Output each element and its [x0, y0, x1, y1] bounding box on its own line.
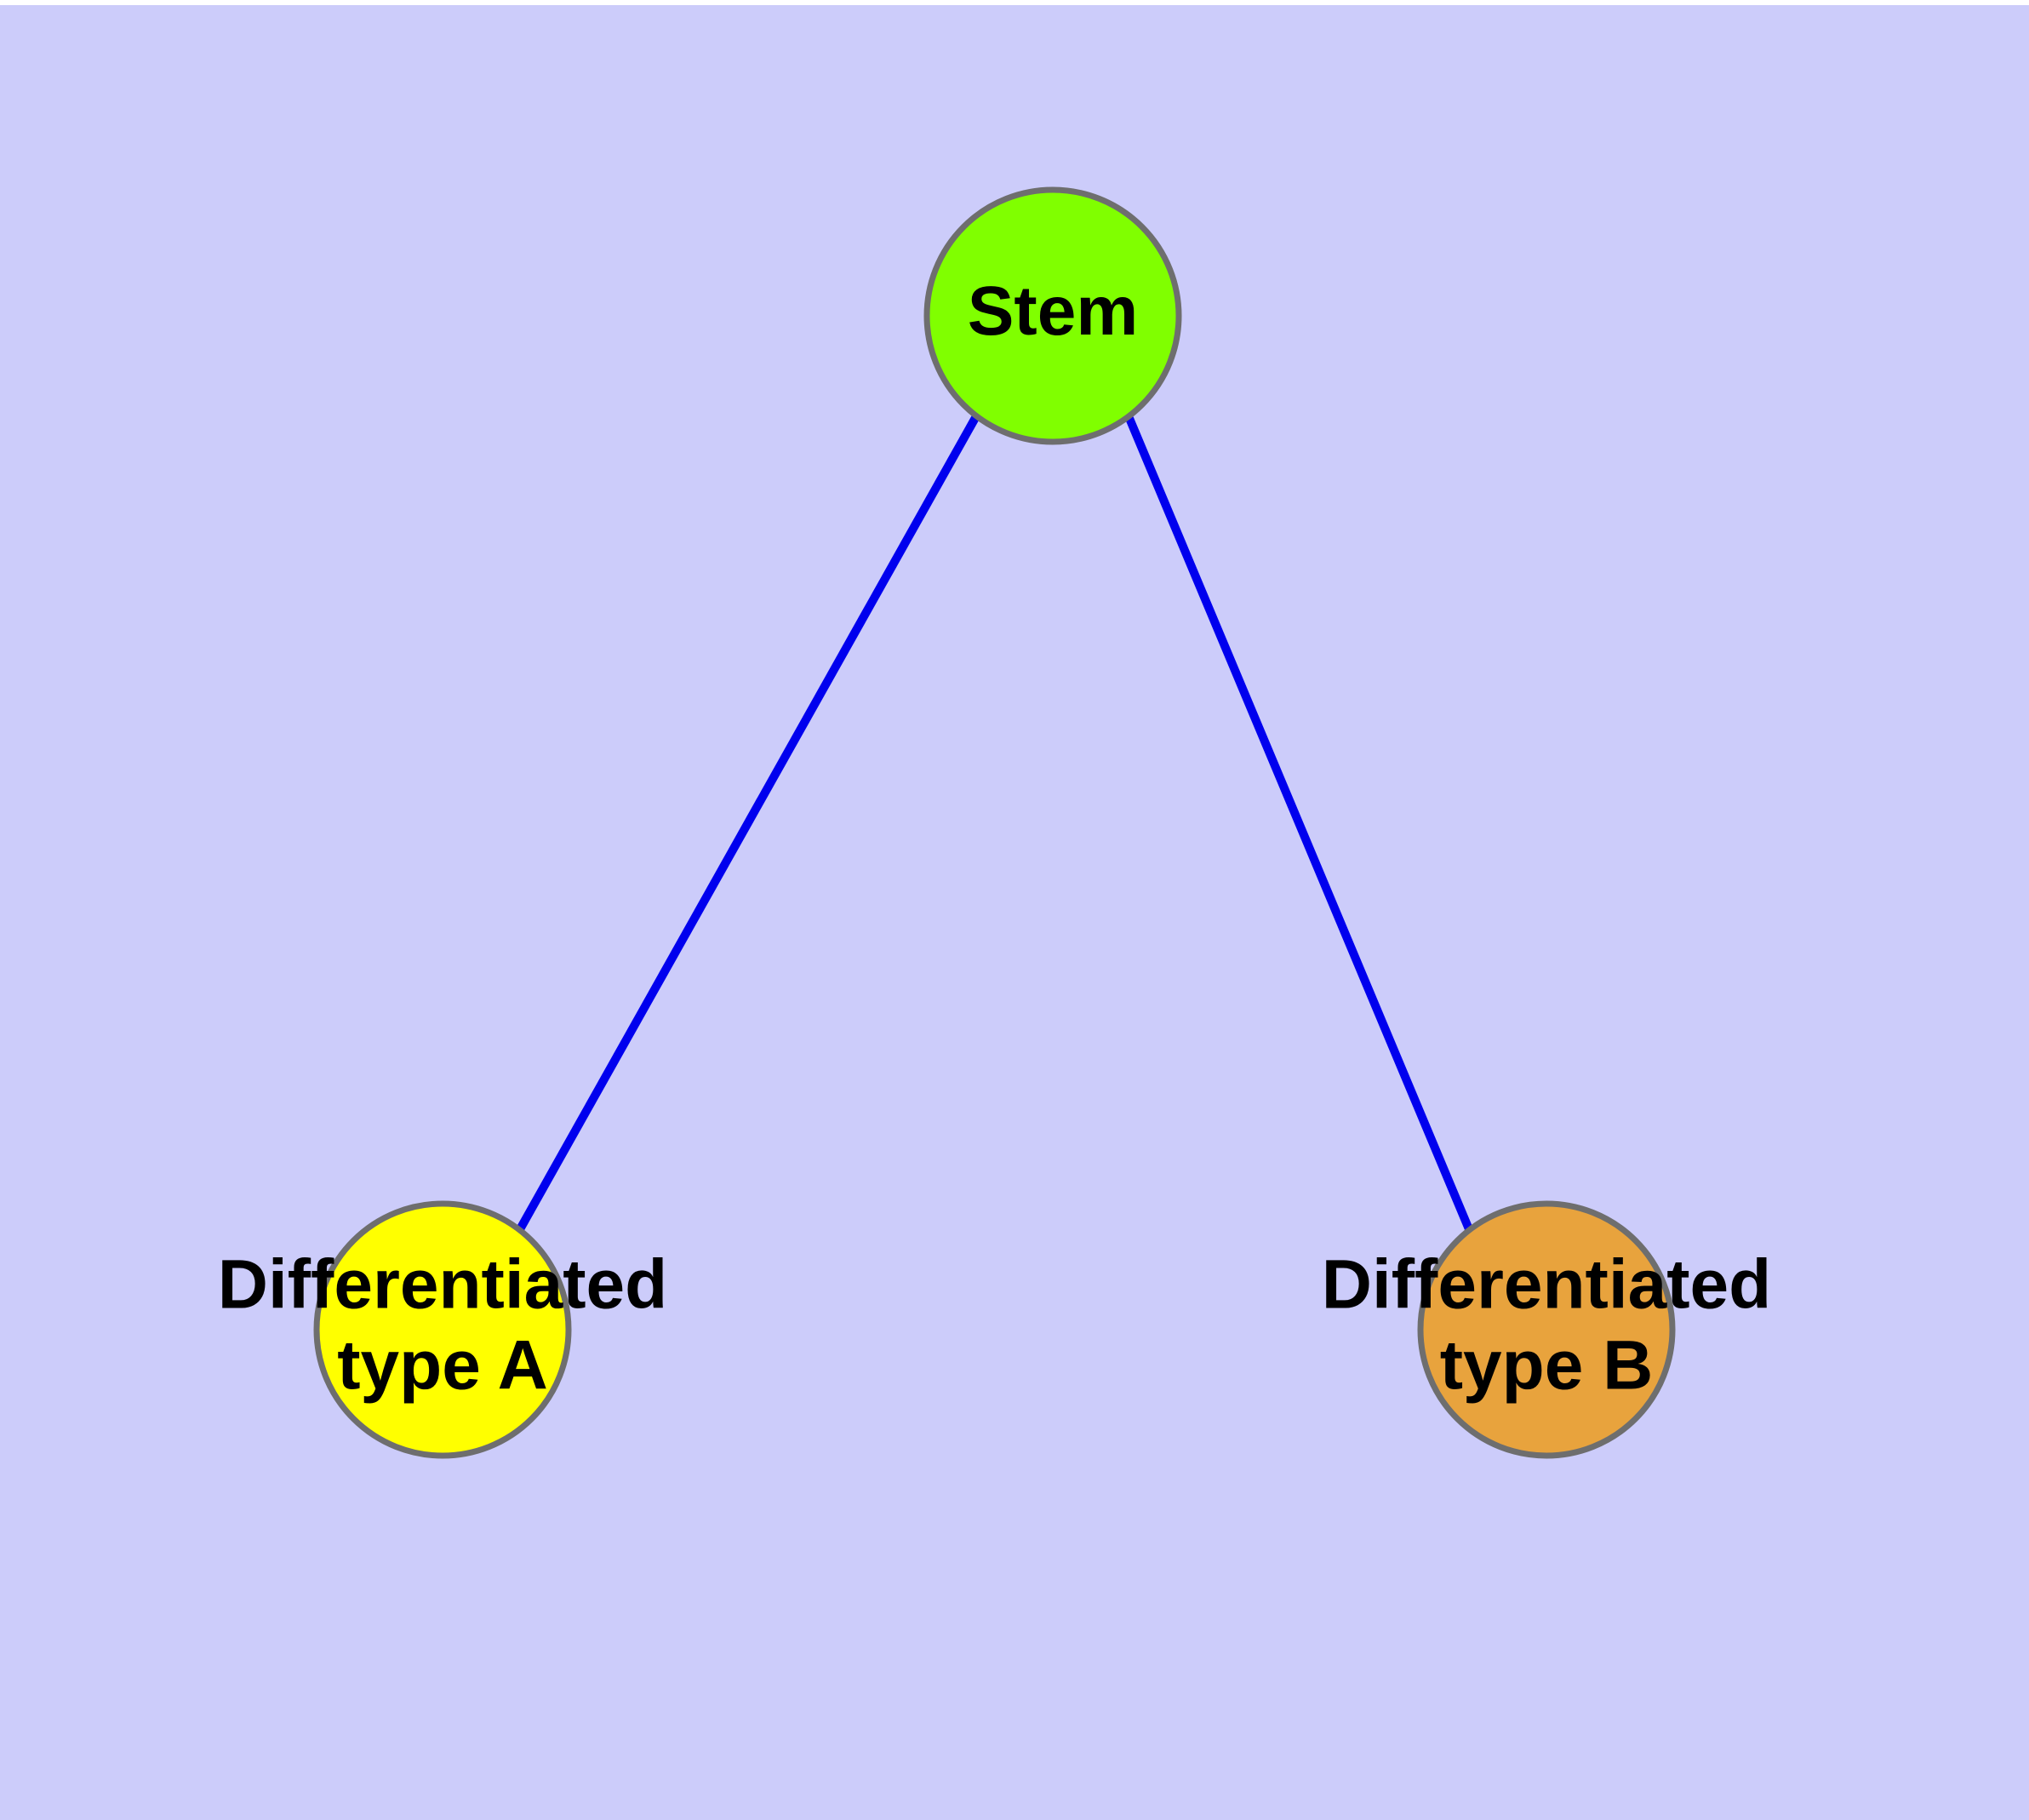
- node-differentiated-type-a[interactable]: [313, 1200, 572, 1459]
- edge-stem-to-diff-b[interactable]: [1124, 415, 1473, 1231]
- edge-layer: [516, 414, 1473, 1232]
- edge-stem-to-diff-a[interactable]: [516, 414, 980, 1232]
- node-differentiated-type-b[interactable]: [1417, 1200, 1676, 1459]
- node-label-stem: Stem: [968, 272, 1139, 350]
- node-stem[interactable]: [923, 186, 1182, 445]
- node-layer: [313, 186, 1676, 1459]
